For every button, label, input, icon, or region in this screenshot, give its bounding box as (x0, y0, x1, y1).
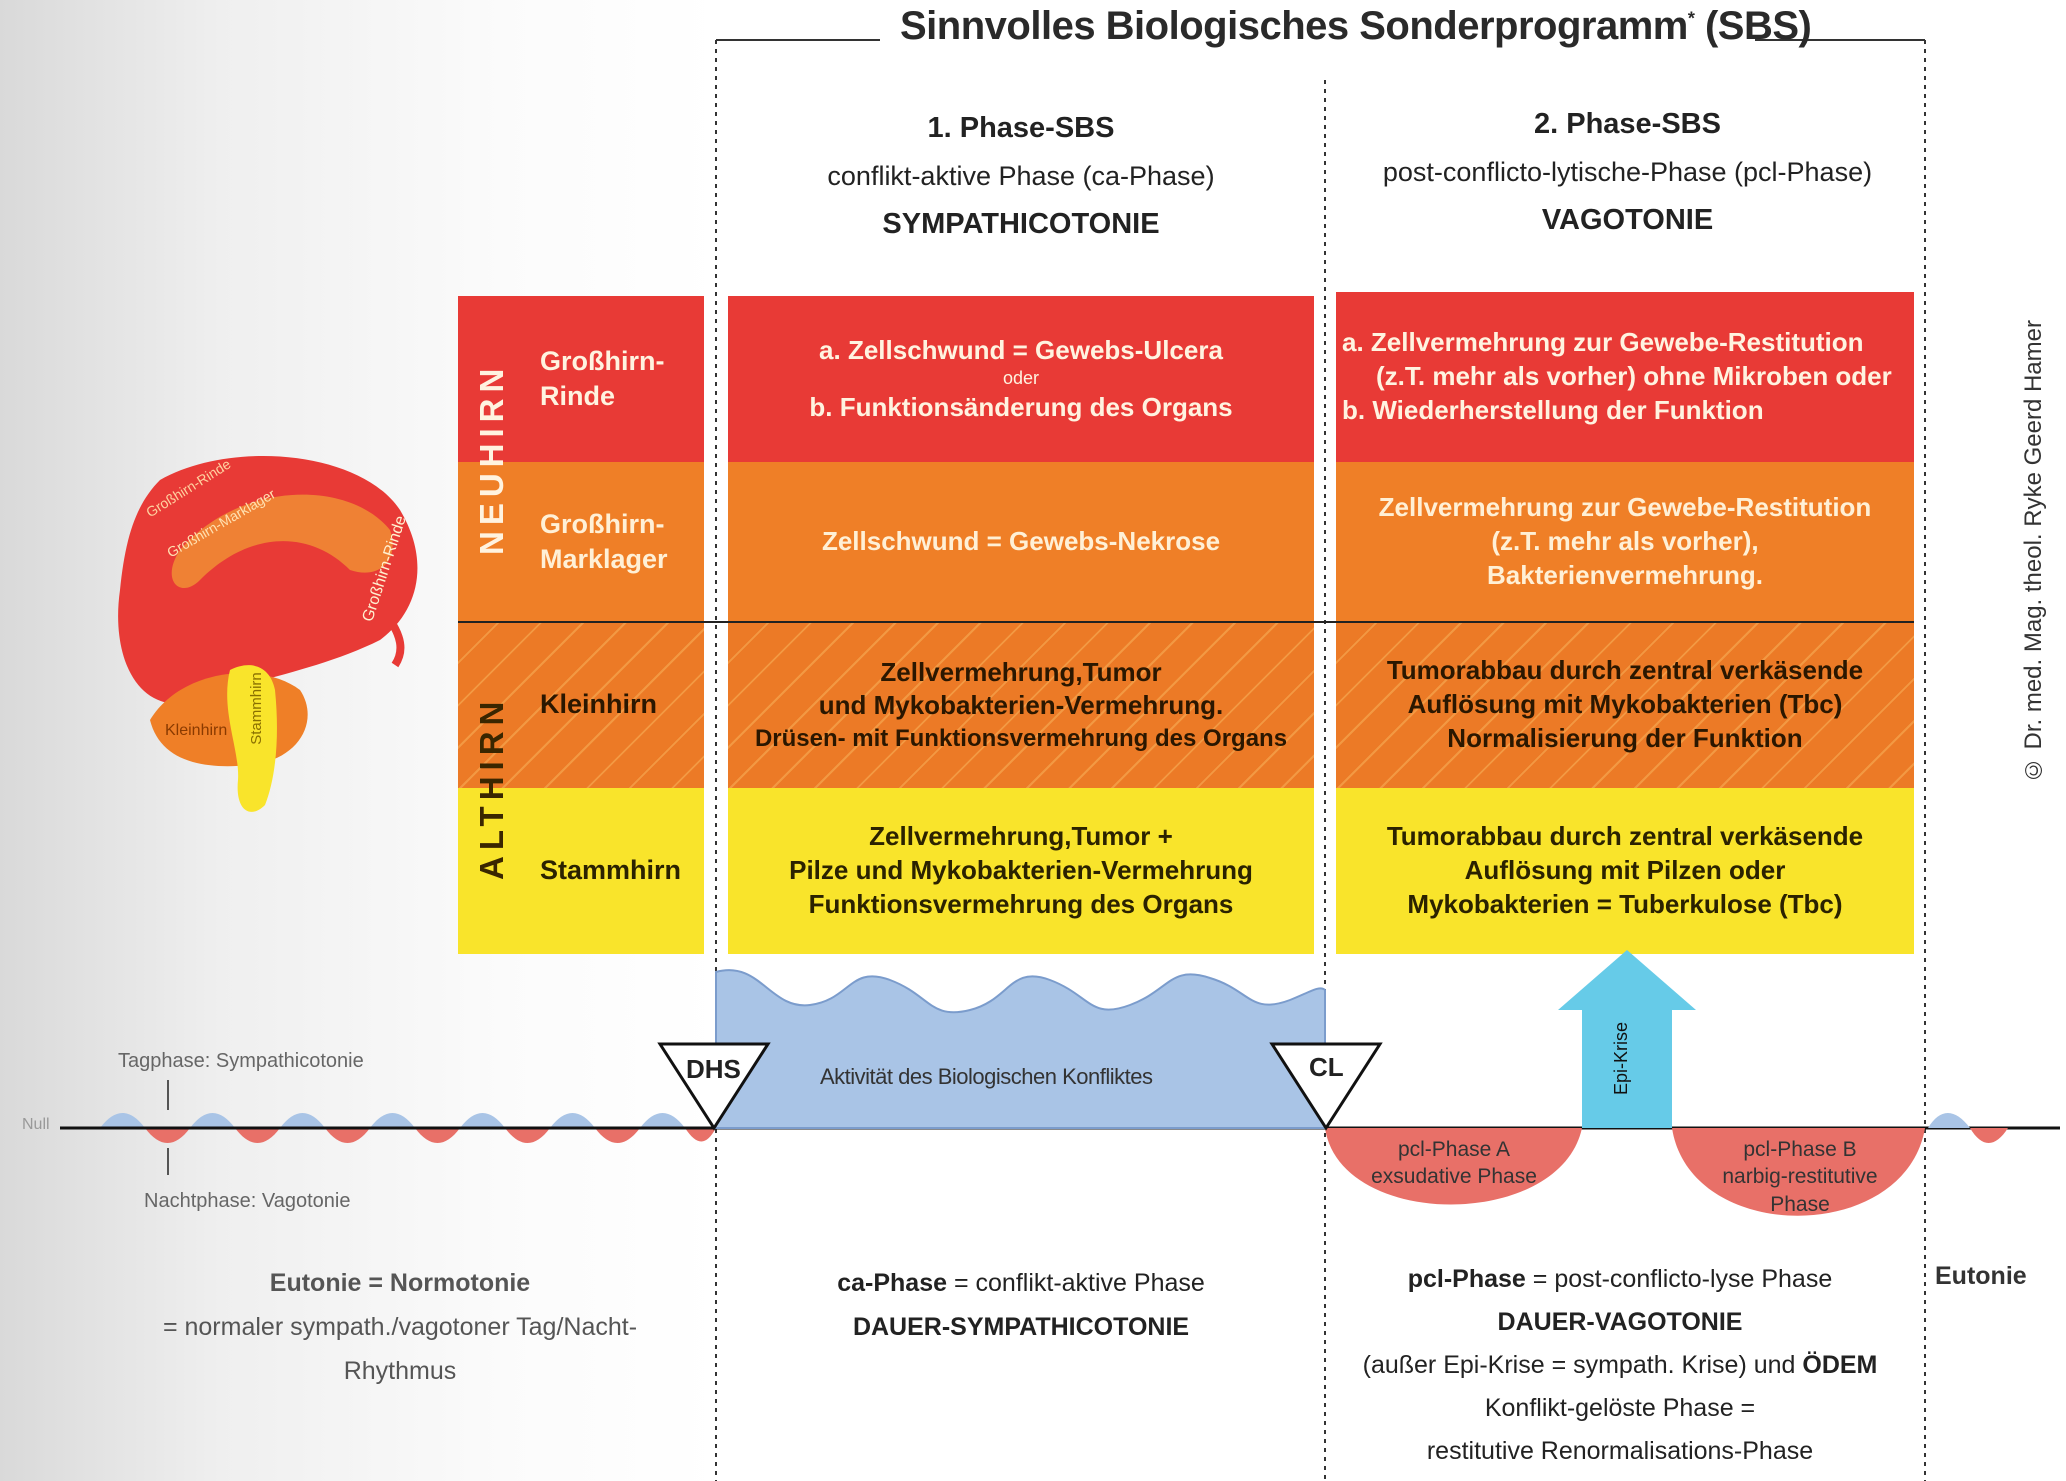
phase1-heading: 1. Phase-SBS (927, 112, 1115, 144)
conflict-activity-label: Aktivität des Biologischen Konfliktes (820, 1064, 1153, 1089)
pcl-phase-description: pcl-Phase = post-conflicto-lyse Phase DA… (1362, 1265, 1878, 1465)
day-phase-label: Tagphase: Sympathicotonie (118, 1050, 364, 1072)
phase1-subtitle: conflikt-aktive Phase (ca-Phase) (827, 161, 1215, 191)
phase2-heading: 2. Phase-SBS (1534, 108, 1721, 140)
dhs-label: DHS (686, 1054, 741, 1084)
brain-label-kleinhirn: Kleinhirn (165, 722, 228, 739)
epi-crisis-label: Epi-Krise (1611, 1022, 1631, 1096)
diagram-title: Sinnvolles Biologisches Sonderprogramm* … (900, 4, 1812, 48)
brain-illustration (118, 456, 418, 812)
cell-ca-marklager: Zellschwund = Gewebs-Nekrose (728, 462, 1314, 622)
phase1-tone: SYMPATHICOTONIE (882, 208, 1160, 240)
eutonie-description: Eutonie = Normotonie = normaler sympath.… (162, 1269, 638, 1385)
night-phase-label: Nachtphase: Vagotonie (144, 1190, 351, 1212)
phase2-subtitle: post-conflicto-lytische-Phase (pcl-Phase… (1382, 157, 1873, 187)
ca-phase-description: ca-Phase = conflikt-aktive Phase DAUER-S… (837, 1269, 1205, 1341)
phase2-tone: VAGOTONIE (1541, 204, 1714, 236)
cell-ca-stammhirn: Zellvermehrung,Tumor +Pilze und Mykobakt… (728, 788, 1314, 954)
phase1-header: 1. Phase-SBS conflikt-aktive Phase (ca-P… (726, 112, 1316, 241)
row-label-stammhirn: Stammhirn (458, 788, 704, 954)
row-label-marklager: Großhirn-Marklager (458, 462, 704, 622)
zero-label: Null (22, 1116, 50, 1133)
cell-pcl-rinde: a. Zellvermehrung zur Gewebe-Restitution… (1336, 292, 1914, 462)
row-label-kleinhirn: Kleinhirn (458, 622, 704, 788)
cell-pcl-marklager: Zellvermehrung zur Gewebe-Restitution(z.… (1336, 462, 1914, 622)
row-label-rinde: Großhirn-Rinde (458, 296, 704, 462)
day-night-wave (100, 1113, 716, 1143)
cl-label: CL (1309, 1052, 1344, 1082)
phase2-header: 2. Phase-SBS post-conflicto-lytische-Pha… (1335, 108, 1920, 237)
eutonie-right-label: Eutonie (1935, 1262, 2027, 1290)
copyright-text: © Dr. med. Mag. theol. Ryke Geerd Hamer (2020, 320, 2047, 784)
